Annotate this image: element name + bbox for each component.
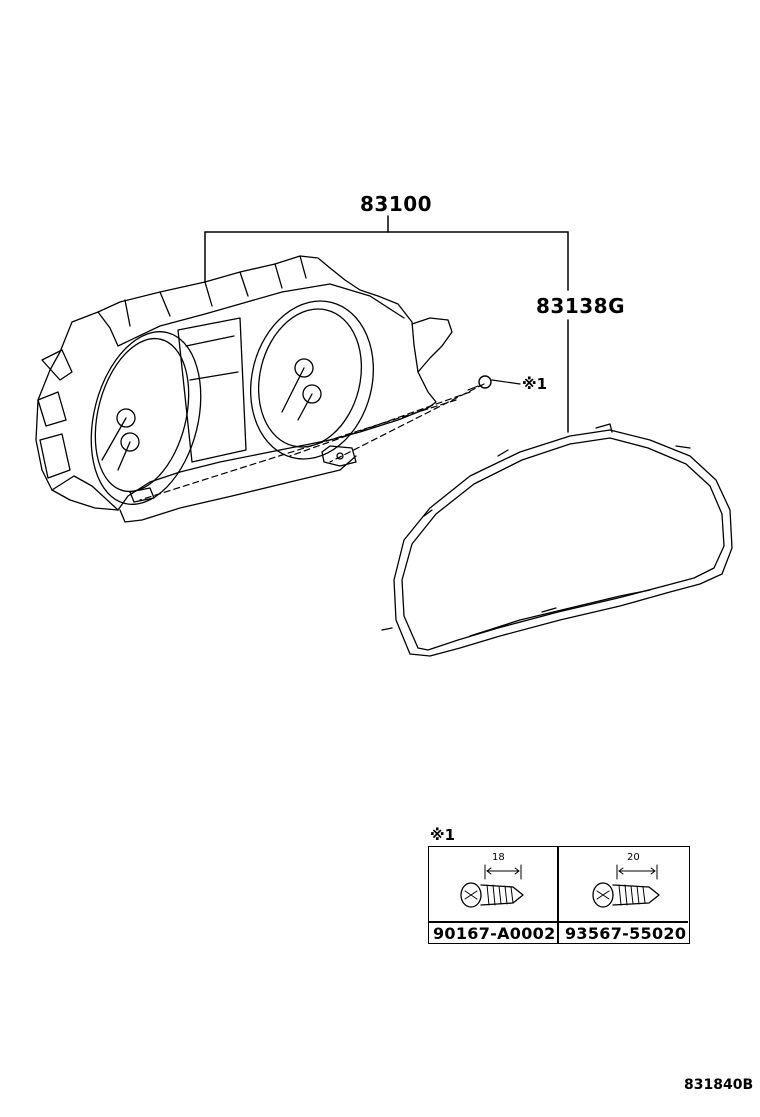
dimension-label: 20 xyxy=(627,852,640,863)
assembly-part-label: 83100 xyxy=(360,192,433,216)
screw-drawing xyxy=(467,375,521,391)
fastener-table-heading: ※1 xyxy=(430,826,456,844)
screw-guide-lines xyxy=(139,383,485,501)
assembly-leader-lines xyxy=(204,215,569,433)
screw-reference-label: ※1 xyxy=(522,375,548,393)
part-number-label: 93567-55020 xyxy=(565,924,687,943)
glass-part-label: 83138G xyxy=(536,294,625,318)
combination-meter-drawing xyxy=(35,255,453,523)
fastener-cell: 20 xyxy=(559,847,689,921)
tapping-screw-icon xyxy=(460,864,524,908)
illustration-code: 831840B xyxy=(684,1077,754,1093)
fastener-cell: 18 xyxy=(429,847,557,921)
dimension-label: 18 xyxy=(492,852,505,863)
part-number-label: 90167-A0002 xyxy=(433,924,556,943)
meter-glass-drawing xyxy=(381,423,733,657)
fastener-table: 18 90167-A0002 20 93567-55020 xyxy=(428,846,690,944)
tapping-screw-icon xyxy=(592,864,660,908)
